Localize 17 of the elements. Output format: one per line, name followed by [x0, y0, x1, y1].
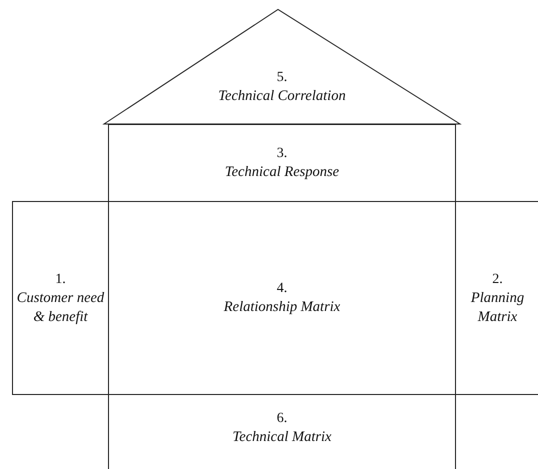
roof-triangle: [104, 9, 460, 125]
matrix-box: [455, 201, 538, 395]
matrix-box: [108, 124, 456, 202]
section-number: 3.: [276, 145, 288, 163]
section-title: Technical Response: [224, 163, 340, 182]
section-number: 1.: [55, 270, 66, 288]
section-number: 2.: [492, 270, 503, 288]
section-title: Technical Matrix: [232, 428, 332, 447]
matrix-box: [12, 201, 109, 395]
section-title: Relationship Matrix: [224, 298, 340, 317]
matrix-box: [108, 394, 456, 469]
section-title: Planning Matrix: [470, 288, 526, 326]
section-number: 5.: [276, 69, 288, 87]
section-number: 6.: [276, 410, 288, 428]
section-title: Technical Correlation: [218, 87, 346, 106]
section-title: Customer need & benefit: [16, 288, 106, 326]
section-number: 4.: [276, 280, 288, 298]
